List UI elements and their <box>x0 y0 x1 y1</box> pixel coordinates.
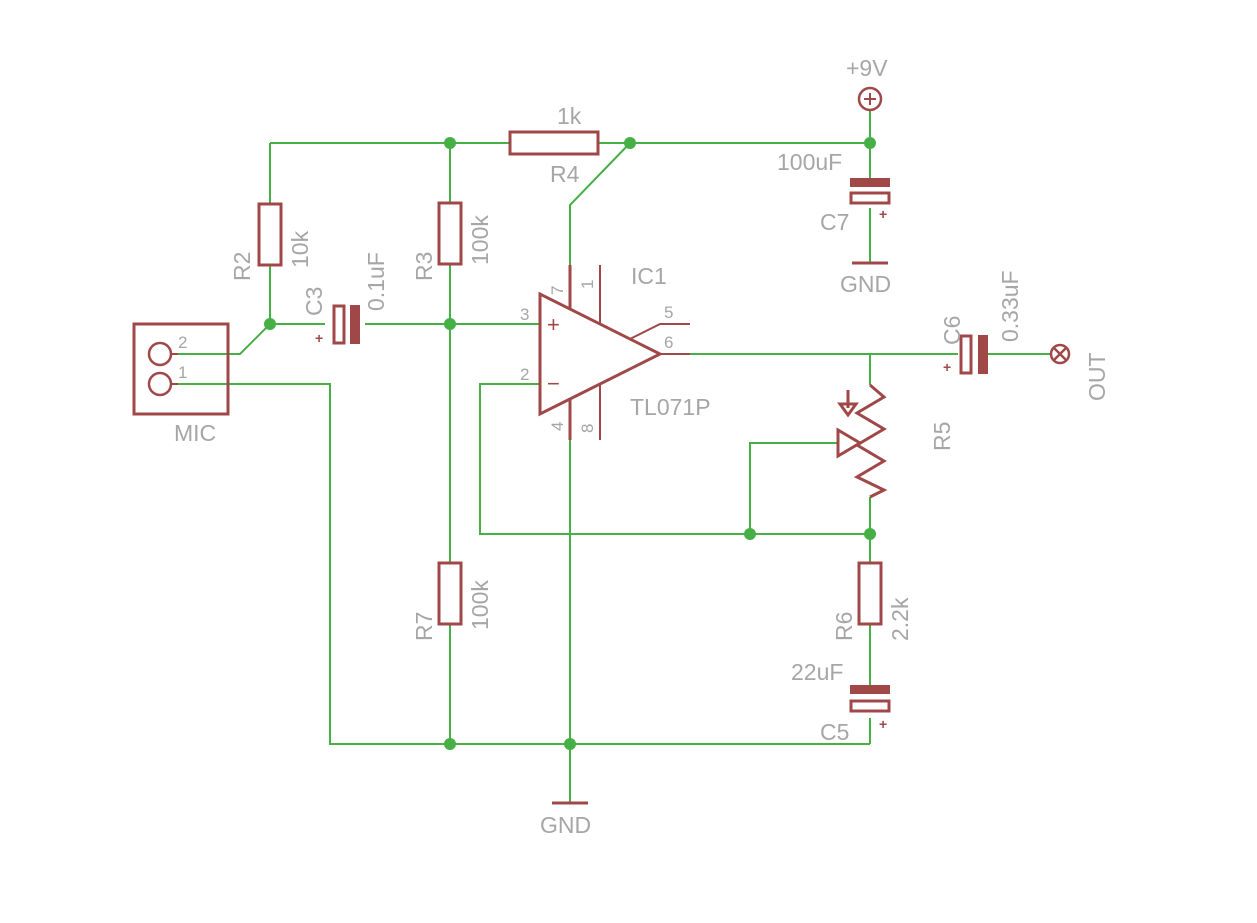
r7-ref: R7 <box>411 612 437 641</box>
c7-value: 100uF <box>777 149 842 175</box>
ground-c7: GND <box>840 261 891 297</box>
r7-value: 100k <box>467 580 493 630</box>
junction-dot <box>624 137 636 149</box>
capacitor-plate-outline <box>849 699 891 713</box>
r3-value: 100k <box>467 215 493 265</box>
resistor-body <box>508 130 600 156</box>
resistor-body <box>437 561 463 626</box>
resistor-r3: R3 100k <box>411 201 493 281</box>
r2-ref: R2 <box>229 252 255 281</box>
capacitor-c5: + 22uF C5 <box>791 659 891 745</box>
mic-ref: MIC <box>174 420 216 446</box>
wire-mic-pin2 <box>178 323 271 355</box>
resistor-body <box>257 202 283 267</box>
resistor-r4: 1k R4 <box>508 103 600 187</box>
junction-dot <box>864 528 876 540</box>
output-terminal: OUT <box>1049 343 1110 401</box>
pin-label-4: 4 <box>548 422 567 431</box>
junction-dot <box>564 738 576 750</box>
wire-mic-pin1 <box>178 383 450 745</box>
pin-label-7: 7 <box>548 286 567 295</box>
connector-body <box>132 322 230 416</box>
resistor-r7: R7 100k <box>411 561 493 641</box>
r6-ref: R6 <box>831 612 857 641</box>
connector-pin-2 <box>147 341 173 367</box>
capacitor-plate-outline <box>849 191 891 205</box>
c5-ref: C5 <box>820 719 849 745</box>
capacitor-plate-outline <box>959 334 973 375</box>
junction-dot <box>444 137 456 149</box>
r4-ref: R4 <box>550 161 580 187</box>
resistor-body <box>437 201 463 266</box>
mic-connector: 2 1 MIC <box>132 322 230 446</box>
junctions <box>264 137 876 750</box>
opamp-plus: + <box>547 312 560 337</box>
pin-label-6: 6 <box>664 333 673 352</box>
junction-dot <box>864 137 876 149</box>
opamp-ic1: + − 7 1 3 2 5 6 4 8 IC1 TL071P <box>520 263 711 440</box>
output-x-line-b <box>1052 346 1068 362</box>
ic1-value: TL071P <box>630 394 711 420</box>
connector-pin-1 <box>147 371 173 397</box>
pin-label-1: 1 <box>578 280 597 289</box>
junction-dot <box>444 738 456 750</box>
r6-value: 2.2k <box>887 597 913 641</box>
wire-wiper <box>749 442 838 534</box>
supply-vcc: +9V <box>846 55 888 112</box>
r5-ref: R5 <box>929 422 955 451</box>
junction-dot <box>444 318 456 330</box>
capacitor-plate-solid <box>350 305 360 344</box>
c6-value: 0.33uF <box>997 270 1023 342</box>
pin-label-5: 5 <box>664 303 673 322</box>
pin-label-2: 2 <box>520 365 529 384</box>
pin-label-8: 8 <box>578 424 597 433</box>
potentiometer-r5: R5 <box>836 383 955 499</box>
capacitor-plate-solid <box>850 685 890 694</box>
r3-ref: R3 <box>411 252 437 281</box>
output-label: OUT <box>1084 352 1110 401</box>
capacitor-c3: + C3 0.1uF <box>301 252 389 346</box>
c7-ref: C7 <box>820 209 849 235</box>
ic1-ref: IC1 <box>631 263 667 289</box>
junction-dot <box>744 528 756 540</box>
capacitor-plate-outline <box>332 304 346 345</box>
junction-dot <box>264 318 276 330</box>
c3-value: 0.1uF <box>363 252 389 311</box>
resistor-body <box>857 561 883 626</box>
c5-plus: + <box>879 716 887 732</box>
vcc-label: +9V <box>846 55 888 81</box>
c6-ref: C6 <box>939 316 965 345</box>
pin-stub-5 <box>629 323 690 340</box>
wiper-arrow <box>836 427 863 459</box>
c6-plus: + <box>943 359 951 375</box>
pin-label-3: 3 <box>520 305 529 324</box>
c3-ref: C3 <box>301 287 327 316</box>
resistor-r2: R2 10k <box>229 202 313 281</box>
capacitor-c6: + C6 0.33uF <box>939 270 1023 375</box>
mic-pin-label-1: 1 <box>178 363 187 382</box>
capacitor-plate-solid <box>850 178 890 187</box>
wires <box>178 110 1050 803</box>
c5-value: 22uF <box>791 659 843 685</box>
gnd-c7-label: GND <box>840 271 891 297</box>
vcc-symbol <box>857 86 883 112</box>
resistor-r6: R6 2.2k <box>831 561 913 641</box>
output-x-icon <box>1049 343 1071 365</box>
wiper-arrow-head <box>837 402 859 418</box>
c3-plus: + <box>315 330 323 346</box>
zigzag-resistor <box>853 383 888 499</box>
gnd-main-label: GND <box>540 812 591 838</box>
capacitor-plate-solid <box>978 335 988 374</box>
wire-feedback <box>479 383 870 535</box>
wire-pin7-vcc <box>569 142 631 265</box>
ground-main: GND <box>540 801 591 838</box>
r4-value: 1k <box>557 103 582 129</box>
c7-plus: + <box>879 206 887 222</box>
mic-pin-label-2: 2 <box>178 333 187 352</box>
r2-value: 10k <box>287 230 313 268</box>
capacitor-c7: + 100uF C7 <box>777 149 891 235</box>
opamp-minus: − <box>547 371 560 396</box>
